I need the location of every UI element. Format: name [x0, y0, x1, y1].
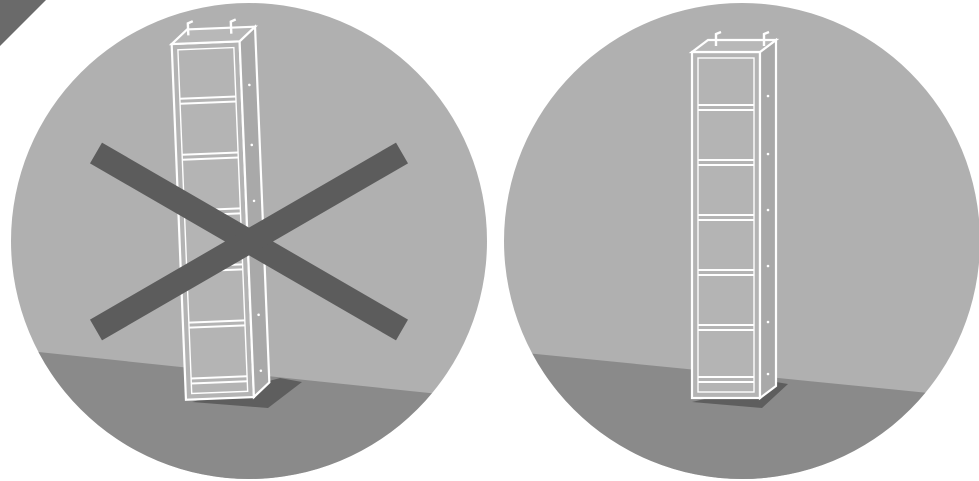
- wall-bracket-icon: [714, 30, 770, 46]
- wall-bracket-icon: [186, 18, 237, 36]
- correct-placement-panel: [496, 0, 979, 481]
- corner-triangle-icon: [0, 0, 46, 46]
- cross-icon: [89, 142, 409, 341]
- bookcase-tilted: [168, 18, 271, 401]
- bookcase: [168, 18, 271, 401]
- correct-placement-illustration: [504, 3, 979, 479]
- bookcase-upright: [688, 30, 780, 401]
- incorrect-placement-panel: [11, 3, 487, 479]
- incorrect-placement-illustration: [11, 3, 487, 479]
